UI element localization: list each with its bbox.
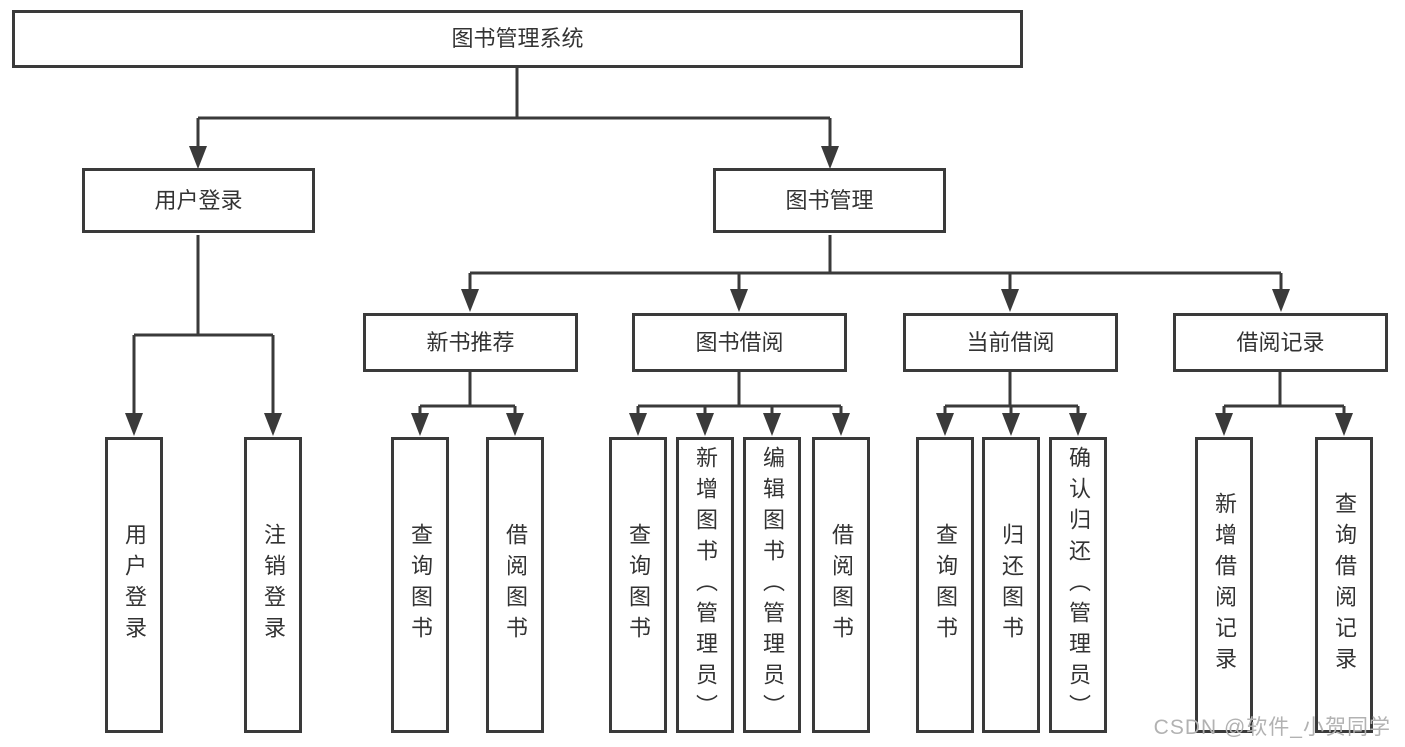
- leaf-borrow-query: 查询图书: [609, 437, 667, 733]
- leaf-confirm-return-admin-label: 确认归还（管理员）: [1066, 445, 1091, 725]
- leaf-add-book-admin: 新增图书（管理员）: [676, 437, 734, 733]
- node-root: 图书管理系统: [12, 10, 1023, 68]
- node-new-book-recommend-label: 新书推荐: [426, 329, 515, 355]
- leaf-edit-book-admin-label: 编辑图书（管理员）: [760, 445, 785, 725]
- leaf-add-book-admin-label: 新增图书（管理员）: [693, 445, 718, 725]
- node-current-borrow-label: 当前借阅: [966, 329, 1055, 355]
- leaf-current-query: 查询图书: [916, 437, 974, 733]
- leaf-borrow-book: 借阅图书: [812, 437, 870, 733]
- leaf-user-login: 用户登录: [105, 437, 163, 733]
- node-user-login: 用户登录: [82, 168, 315, 233]
- node-borrow-records: 借阅记录: [1173, 313, 1388, 372]
- leaf-logout-label: 注销登录: [261, 523, 286, 647]
- leaf-borrow-book-label: 借阅图书: [829, 523, 854, 647]
- leaf-confirm-return-admin: 确认归还（管理员）: [1049, 437, 1107, 733]
- leaf-newbook-query-label: 查询图书: [408, 523, 433, 647]
- leaf-query-borrow-record: 查询借阅记录: [1315, 437, 1373, 733]
- leaf-return-book: 归还图书: [982, 437, 1040, 733]
- leaf-query-borrow-record-label: 查询借阅记录: [1332, 492, 1357, 678]
- node-borrow-records-label: 借阅记录: [1236, 329, 1325, 355]
- leaf-logout: 注销登录: [244, 437, 302, 733]
- leaf-newbook-borrow-label: 借阅图书: [503, 523, 528, 647]
- leaf-borrow-query-label: 查询图书: [626, 523, 651, 647]
- node-root-label: 图书管理系统: [451, 26, 584, 51]
- leaf-newbook-borrow: 借阅图书: [486, 437, 544, 733]
- node-new-book-recommend: 新书推荐: [363, 313, 578, 372]
- leaf-add-borrow-record-label: 新增借阅记录: [1212, 492, 1237, 678]
- node-current-borrow: 当前借阅: [903, 313, 1118, 372]
- node-book-management: 图书管理: [713, 168, 946, 233]
- leaf-newbook-query: 查询图书: [391, 437, 449, 733]
- leaf-add-borrow-record: 新增借阅记录: [1195, 437, 1253, 733]
- node-book-management-label: 图书管理: [785, 187, 874, 213]
- node-book-borrow: 图书借阅: [632, 313, 847, 372]
- node-book-borrow-label: 图书借阅: [695, 329, 784, 355]
- leaf-return-book-label: 归还图书: [999, 523, 1024, 647]
- leaf-edit-book-admin: 编辑图书（管理员）: [743, 437, 801, 733]
- node-user-login-label: 用户登录: [154, 187, 243, 213]
- watermark: CSDN @软件_小贺同学: [1153, 716, 1391, 739]
- leaf-current-query-label: 查询图书: [933, 523, 958, 647]
- leaf-user-login-label: 用户登录: [122, 523, 147, 647]
